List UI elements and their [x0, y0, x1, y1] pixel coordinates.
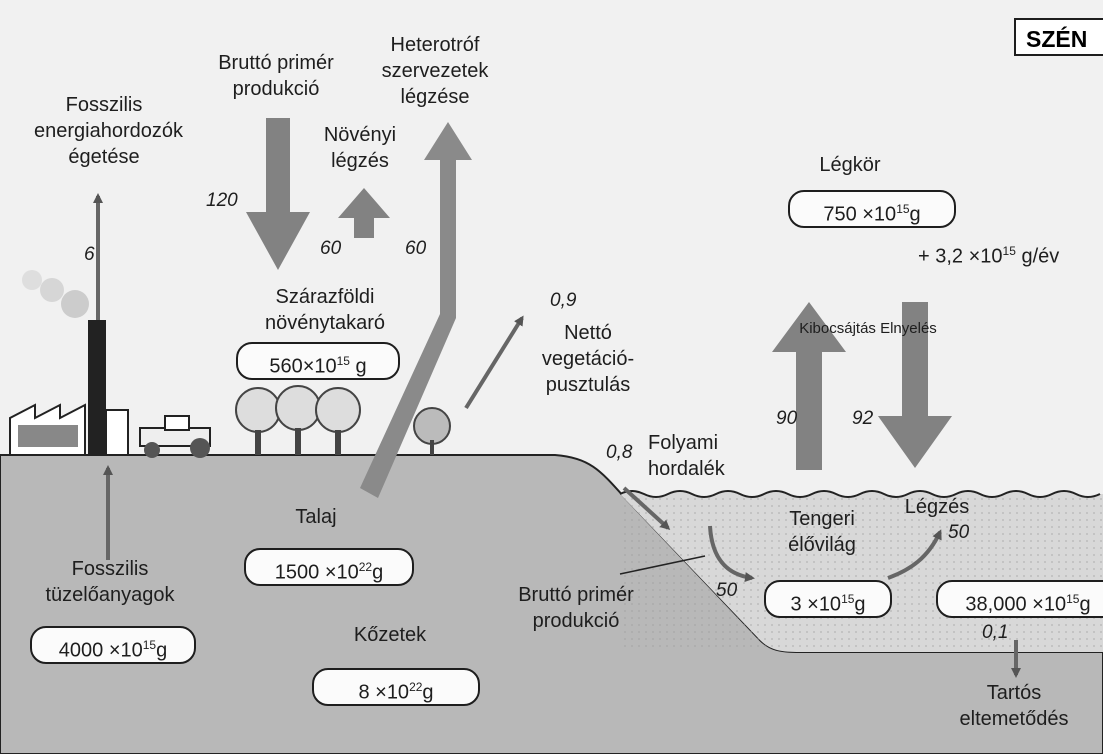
flow-marine-production-arrow: [708, 525, 755, 583]
flow-marine-respiration-arrow: [887, 529, 942, 580]
flow-net-vegetation-arrow: [464, 315, 524, 410]
flow-value-plant-respiration: 60: [320, 238, 342, 259]
label-emission-uptake: Kibocsájtás Elnyelés: [799, 320, 937, 337]
shrub-icon: [413, 407, 451, 455]
pool-ocean: 38,000 ×1015g: [936, 580, 1103, 618]
flow-value-marine-production: 50: [716, 580, 738, 601]
diagram-title: SZÉN: [1014, 18, 1103, 56]
flow-value-gross-primary: 120: [206, 190, 238, 211]
flow-value-net-vegetation: 0,9: [550, 290, 577, 311]
pool-fossil-fuels: 4000 ×1015g: [30, 626, 196, 664]
flow-value-burial: 0,1: [982, 622, 1009, 643]
pool-marine-life: 3 ×1015g: [764, 580, 892, 618]
label-respiration: Légzés: [904, 496, 970, 518]
ocean-texture: [620, 498, 1103, 652]
label-atmosphere-rate: + 3,2 ×1015 g/év: [918, 244, 1060, 268]
flow-heterotroph-arrow: [360, 122, 472, 498]
label-atmosphere: Légkör: [819, 154, 881, 176]
flow-uptake-arrow: [878, 302, 952, 468]
gross-production-leader-line: [619, 555, 706, 575]
flow-value-river: 0,8: [606, 442, 633, 463]
pool-atmosphere: 750 ×1015g: [788, 190, 956, 228]
flow-value-fossil-burning: 6: [84, 244, 95, 265]
factory-icon: [9, 270, 129, 456]
pool-rocks: 8 ×1022g: [312, 668, 480, 706]
pool-land-vegetation: 560×1015 g: [236, 342, 400, 380]
ocean-wave-line: [619, 490, 1101, 498]
flow-emission-arrow: [772, 302, 846, 470]
trees-icon: [235, 385, 361, 455]
label-soil: Talaj: [295, 506, 337, 528]
flow-value-emission: 90: [776, 408, 798, 429]
flow-value-marine-respiration: 50: [948, 522, 970, 543]
label-rocks: Kőzetek: [353, 624, 427, 646]
flow-value-heterotroph: 60: [405, 238, 427, 259]
pool-soil: 1500 ×1022g: [244, 548, 414, 586]
flow-gross-primary-arrow: [246, 118, 310, 270]
flow-plant-respiration-arrow: [338, 188, 390, 238]
tractor-icon: [139, 415, 211, 458]
flow-value-uptake: 92: [852, 408, 874, 429]
flow-river-arrow: [622, 486, 671, 531]
